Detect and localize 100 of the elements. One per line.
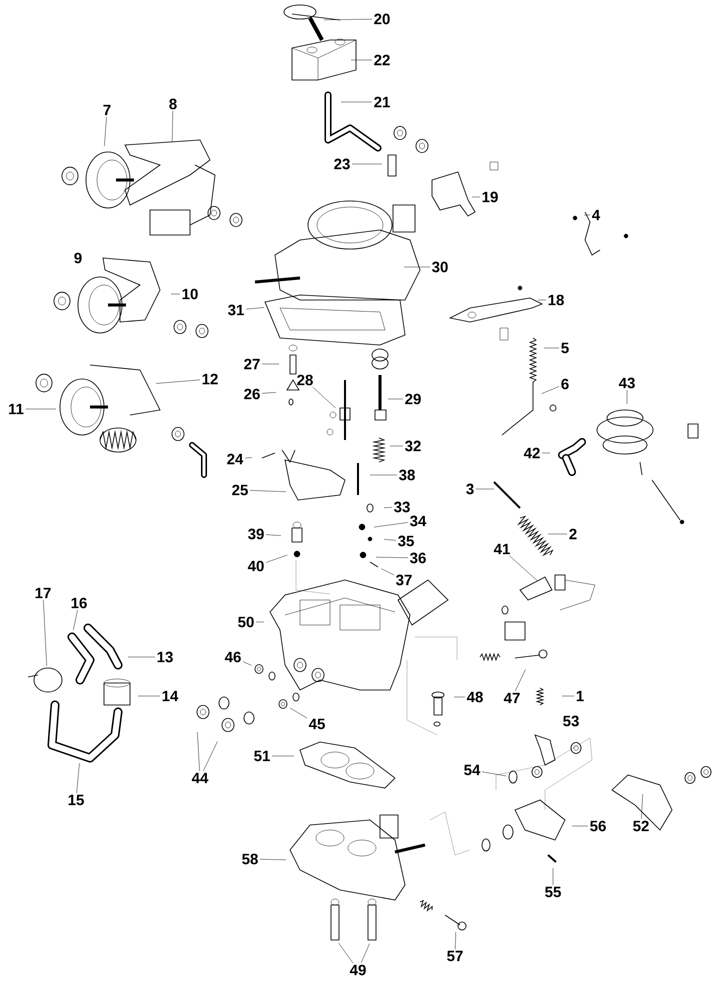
callout-number: 27 bbox=[244, 358, 260, 370]
leader-line bbox=[482, 772, 506, 776]
leader-line bbox=[404, 266, 430, 268]
callout-number: 38 bbox=[399, 470, 415, 480]
callout-number: 2 bbox=[569, 528, 577, 540]
callout-number: 8 bbox=[169, 98, 177, 110]
callout-number: 51 bbox=[254, 750, 270, 762]
leader-line bbox=[515, 669, 526, 692]
leader-line bbox=[242, 661, 252, 666]
callout-number: 42 bbox=[524, 448, 540, 458]
leader-line bbox=[381, 568, 394, 576]
leader-line bbox=[509, 556, 538, 582]
callout-number: 17 bbox=[36, 588, 51, 598]
leader-line bbox=[324, 18, 372, 20]
callout-number: 44 bbox=[192, 772, 208, 784]
leader-line bbox=[172, 110, 174, 142]
callout-number: 40 bbox=[248, 560, 264, 572]
callout-number: 13 bbox=[158, 652, 173, 662]
callout-number: 25 bbox=[232, 484, 248, 496]
callout-number: 21 bbox=[374, 96, 390, 108]
leader-line bbox=[290, 708, 308, 718]
leader-line bbox=[476, 488, 494, 490]
leader-line bbox=[128, 656, 156, 658]
callout-number: 24 bbox=[227, 454, 244, 464]
callout-number: 10 bbox=[182, 288, 198, 300]
callout-number: 5 bbox=[561, 342, 569, 354]
callout-number: 1 bbox=[576, 690, 584, 702]
callout-number: 54 bbox=[464, 764, 480, 776]
leader-line bbox=[552, 868, 554, 886]
callout-number: 12 bbox=[202, 374, 218, 384]
leader-line bbox=[455, 932, 456, 950]
callout-number: 53 bbox=[563, 716, 579, 726]
callout-number: 45 bbox=[308, 718, 325, 730]
leader-line bbox=[542, 452, 550, 454]
callout-number: 48 bbox=[466, 692, 483, 702]
callout-number: 7 bbox=[103, 104, 111, 116]
leader-line bbox=[472, 196, 480, 198]
leader-line bbox=[266, 554, 288, 563]
callout-number: 28 bbox=[297, 374, 313, 386]
leader-line bbox=[260, 859, 286, 860]
callout-number: 37 bbox=[396, 574, 412, 586]
callout-number: 41 bbox=[494, 544, 510, 554]
callout-number: 6 bbox=[561, 378, 569, 390]
leader-line bbox=[384, 539, 396, 540]
callout-number: 39 bbox=[248, 528, 264, 540]
leader-line bbox=[250, 490, 286, 492]
leader-line bbox=[244, 457, 252, 458]
callout-number: 57 bbox=[447, 950, 463, 962]
callout-number: 55 bbox=[545, 886, 561, 898]
leader-line bbox=[360, 943, 370, 964]
leader-line bbox=[388, 398, 404, 400]
leader-line bbox=[73, 610, 78, 630]
callout-number: 29 bbox=[405, 394, 421, 404]
callout-number: 58 bbox=[242, 854, 258, 864]
leader-line bbox=[156, 380, 200, 384]
leader-line bbox=[370, 474, 398, 476]
leader-line bbox=[104, 116, 107, 146]
leader-line bbox=[246, 307, 264, 310]
callout-number: 32 bbox=[405, 440, 421, 452]
callout-number: 9 bbox=[74, 252, 82, 264]
callout-number: 15 bbox=[68, 794, 84, 806]
callout-number: 3 bbox=[466, 484, 474, 494]
leader-line bbox=[312, 386, 336, 408]
callout-number: 35 bbox=[398, 536, 414, 546]
leader-line bbox=[338, 942, 354, 964]
callout-number: 52 bbox=[633, 820, 649, 832]
leader-line bbox=[76, 762, 80, 794]
callout-number: 47 bbox=[504, 692, 520, 704]
leader-line bbox=[584, 214, 590, 216]
callout-number: 18 bbox=[548, 294, 564, 306]
callout-number: 23 bbox=[334, 158, 350, 170]
leader-line bbox=[203, 741, 218, 772]
callout-number: 11 bbox=[9, 404, 24, 414]
callout-number: 19 bbox=[482, 192, 498, 202]
callout-number: 50 bbox=[238, 616, 254, 628]
leader-line bbox=[197, 732, 200, 772]
callout-number: 46 bbox=[224, 652, 241, 662]
leader-line bbox=[376, 556, 408, 558]
callout-number: 14 bbox=[162, 690, 178, 702]
leader-line bbox=[266, 534, 282, 536]
callout-number: 16 bbox=[72, 598, 87, 608]
callout-number: 4 bbox=[592, 210, 600, 220]
callout-number: 26 bbox=[244, 388, 260, 400]
callout-number: 34 bbox=[410, 516, 426, 526]
leader-line bbox=[454, 696, 466, 698]
callout-number: 20 bbox=[374, 14, 390, 24]
leader-line bbox=[541, 386, 560, 394]
leader-line bbox=[25, 408, 56, 410]
leader-line bbox=[374, 522, 408, 528]
leader-line bbox=[262, 392, 276, 394]
callout-number: 22 bbox=[374, 54, 390, 66]
callout-number: 31 bbox=[228, 304, 244, 316]
leader-line bbox=[43, 600, 47, 666]
callout-number: 36 bbox=[410, 552, 426, 564]
callout-number: 56 bbox=[590, 820, 606, 832]
callout-number: 33 bbox=[394, 502, 410, 512]
leader-line bbox=[641, 794, 643, 820]
leader-line bbox=[384, 507, 392, 508]
callout-number: 43 bbox=[618, 378, 635, 388]
leader-line bbox=[626, 390, 628, 404]
